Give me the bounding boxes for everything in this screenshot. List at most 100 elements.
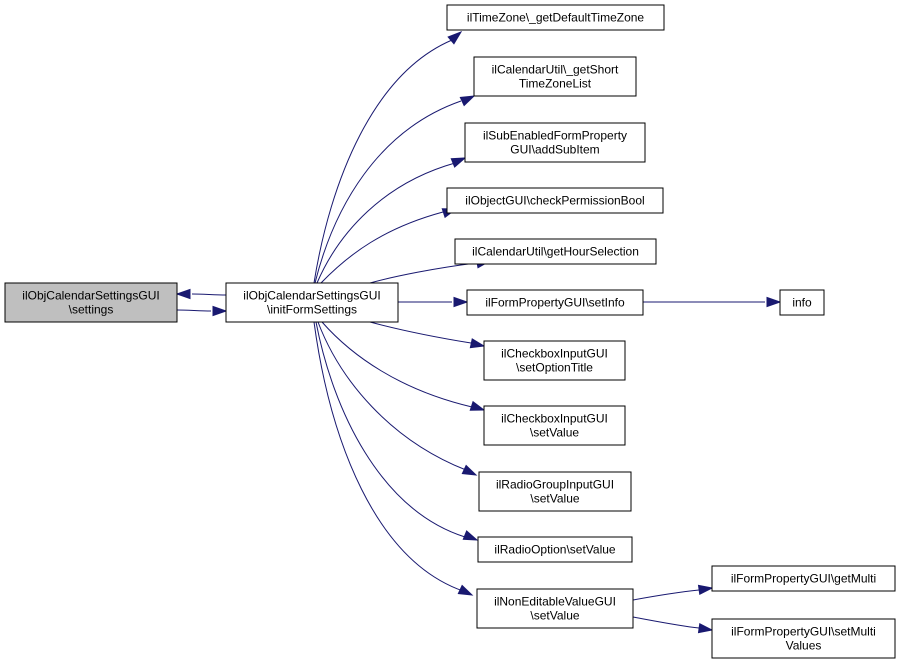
node-setOptionTitle[interactable]: ilCheckboxInputGUI\setOptionTitle: [483, 340, 626, 381]
node-label-line: \setValue: [530, 609, 579, 623]
node-label-line: ilFormPropertyGUI\getMulti: [731, 572, 876, 586]
node-box[interactable]: [473, 56, 637, 97]
node-box[interactable]: [711, 565, 896, 592]
node-getMulti[interactable]: ilFormPropertyGUI\getMulti: [711, 565, 896, 592]
node-label-line: ilObjCalendarSettingsGUI: [22, 289, 159, 303]
node-box[interactable]: [779, 289, 825, 316]
node-label-line: ilNonEditableValueGUI: [494, 595, 616, 609]
edge-initFormSettings-to-setOptionTitle: [369, 321, 486, 349]
node-checkboxSetValue[interactable]: ilCheckboxInputGUI\setValue: [483, 405, 626, 446]
edge-arrowhead: [697, 584, 714, 596]
edge-line: [632, 616, 700, 629]
edge-initFormSettings-to-radioGroupSetValue: [317, 321, 478, 476]
edge-arrowhead: [469, 338, 486, 349]
node-label-line: ilRadioOption\setValue: [494, 543, 616, 557]
edge-arrowhead: [459, 95, 476, 107]
edge-line: [313, 37, 458, 284]
node-radioOptionSetValue[interactable]: ilRadioOption\setValue: [477, 536, 633, 563]
edge-setInfo-to-info: [643, 296, 782, 308]
node-label-line: ilCalendarUtil\getHourSelection: [472, 245, 639, 259]
node-initFormSettings[interactable]: ilObjCalendarSettingsGUI\initFormSetting…: [225, 282, 399, 323]
edge-arrowhead: [447, 31, 463, 45]
edge-arrowhead: [462, 530, 479, 541]
edge-initFormSettings-to-nonEditableSetValue: [313, 321, 474, 596]
node-label-line: ilFormPropertyGUI\setMulti: [731, 625, 876, 639]
node-box[interactable]: [711, 618, 896, 659]
node-setInfo[interactable]: ilFormPropertyGUI\setInfo: [466, 289, 644, 316]
node-box[interactable]: [464, 122, 646, 163]
edge-initFormSettings-to-getDefaultTimeZone: [313, 31, 463, 284]
node-checkPermissionBool[interactable]: ilObjectGUI\checkPermissionBool: [446, 187, 664, 214]
edge-line: [320, 211, 444, 284]
node-box[interactable]: [225, 282, 399, 323]
edge-initFormSettings-to-setInfo: [398, 296, 469, 308]
node-label-line: ilCheckboxInputGUI: [501, 347, 608, 361]
edge-line: [632, 589, 700, 601]
edge-initFormSettings-to-checkPermissionBool: [320, 208, 458, 284]
edge-initFormSettings-to-checkboxSetValue: [321, 321, 486, 411]
node-label-line: ilObjCalendarSettingsGUI: [243, 289, 380, 303]
node-label-line: \initFormSettings: [267, 303, 357, 317]
node-label-line: ilObjectGUI\checkPermissionBool: [465, 194, 644, 208]
node-box[interactable]: [454, 238, 657, 265]
edge-arrowhead: [457, 584, 474, 596]
edge-initFormSettings-to-addSubItem: [316, 157, 467, 284]
node-box[interactable]: [478, 471, 632, 512]
node-label-line: ilSubEnabledFormProperty: [483, 129, 627, 143]
node-label-line: TimeZoneList: [519, 77, 592, 91]
edge-line: [176, 309, 212, 312]
edge-arrowhead: [450, 157, 467, 168]
edge-line: [316, 162, 456, 284]
edge-arrowhead: [175, 288, 191, 300]
edge-line: [314, 100, 462, 284]
node-info[interactable]: info: [779, 289, 825, 316]
edge-line: [315, 321, 466, 538]
node-label-line: GUI\addSubItem: [510, 143, 599, 157]
edge-arrowhead: [461, 464, 478, 476]
edge-arrowhead: [766, 296, 782, 308]
edge-line: [317, 321, 467, 471]
node-label-line: info: [792, 296, 812, 310]
node-label-line: ilCalendarUtil\_getShort: [492, 63, 619, 77]
edge-line: [369, 262, 477, 284]
node-label-line: ilFormPropertyGUI\setInfo: [485, 296, 625, 310]
edge-nonEditableSetValue-to-getMulti: [632, 584, 714, 601]
node-label-line: \setOptionTitle: [516, 361, 593, 375]
node-label-line: \setValue: [530, 426, 579, 440]
node-getDefaultTimeZone[interactable]: ilTimeZone\_getDefaultTimeZone: [446, 4, 665, 31]
node-label-line: \settings: [69, 303, 114, 317]
node-radioGroupSetValue[interactable]: ilRadioGroupInputGUI\setValue: [478, 471, 632, 512]
node-label-line: Values: [786, 639, 822, 653]
edge-nonEditableSetValue-to-setMultiValues: [632, 616, 714, 634]
edge-arrowhead: [469, 400, 486, 411]
node-box[interactable]: [477, 536, 633, 563]
node-label-line: ilTimeZone\_getDefaultTimeZone: [467, 11, 645, 25]
edge-line: [321, 321, 473, 408]
node-getHourSelection[interactable]: ilCalendarUtil\getHourSelection: [454, 238, 657, 265]
edges-layer: [175, 31, 782, 634]
edge-line: [369, 321, 472, 344]
node-box[interactable]: [483, 340, 626, 381]
node-box[interactable]: [483, 405, 626, 446]
edge-initFormSettings-to-settings: [175, 288, 227, 300]
node-box[interactable]: [466, 289, 644, 316]
edge-settings-to-initFormSettings: [176, 305, 228, 317]
nodes-layer: ilObjCalendarSettingsGUI\settingsilObjCa…: [4, 4, 896, 659]
node-box[interactable]: [4, 282, 178, 323]
node-nonEditableSetValue[interactable]: ilNonEditableValueGUI\setValue: [476, 588, 634, 629]
node-box[interactable]: [446, 4, 665, 31]
edge-line: [313, 321, 464, 592]
edge-line: [191, 293, 227, 296]
edge-arrowhead: [697, 622, 714, 634]
edge-arrowhead: [212, 305, 228, 317]
node-settings[interactable]: ilObjCalendarSettingsGUI\settings: [4, 282, 178, 323]
node-label-line: ilCheckboxInputGUI: [501, 412, 608, 426]
node-box[interactable]: [446, 187, 664, 214]
node-label-line: ilRadioGroupInputGUI: [496, 478, 614, 492]
edge-initFormSettings-to-getShortTimeZoneList: [314, 95, 476, 284]
node-box[interactable]: [476, 588, 634, 629]
